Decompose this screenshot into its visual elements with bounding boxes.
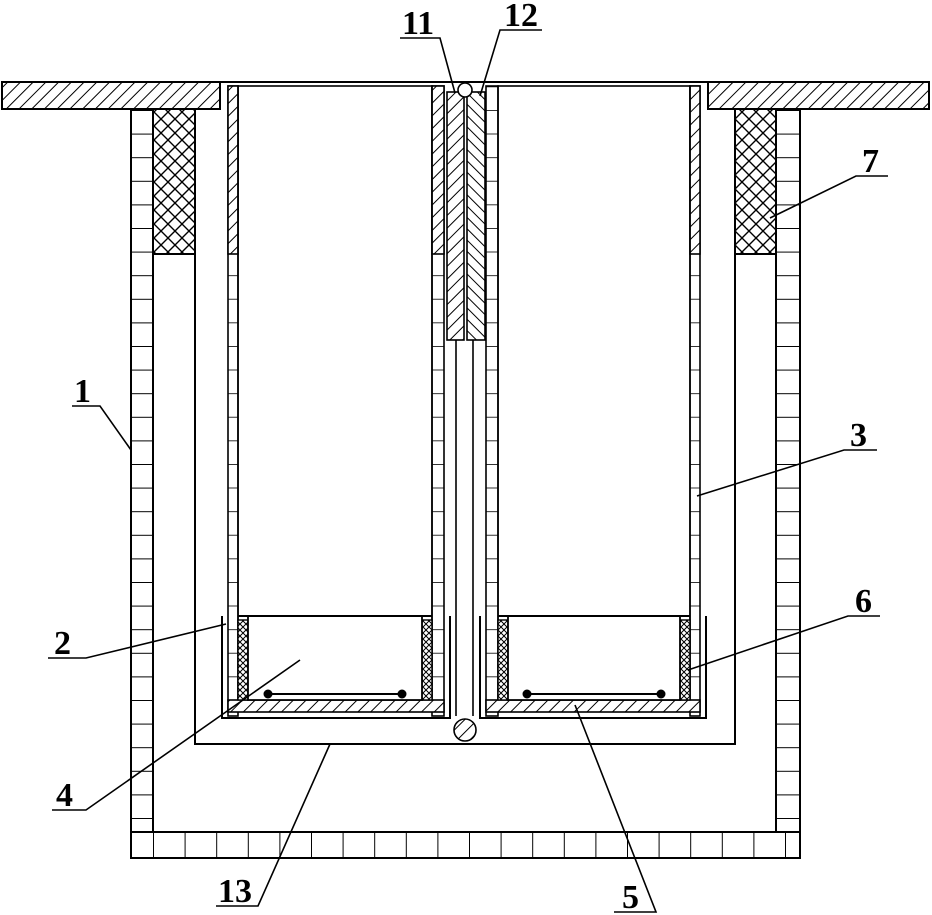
left-crucible-top-hatch-r — [431, 85, 445, 255]
right-crucible-top-hatch-r — [689, 85, 701, 255]
leader-7 — [769, 175, 888, 219]
left-crucible-bottom — [221, 616, 451, 719]
left-crucible-top-hatch-l — [227, 85, 239, 255]
right-cup-wall-l — [497, 619, 509, 701]
divider-top-circle — [457, 82, 473, 98]
left-cup-wall-r — [421, 619, 433, 701]
right-brick-wall — [775, 109, 801, 859]
leader-11 — [400, 37, 456, 94]
label-12: 12 — [504, 0, 538, 34]
leader-5 — [574, 704, 658, 913]
leader-13 — [216, 743, 331, 907]
part-labels: 11 12 7 1 3 2 6 4 13 5 — [54, 0, 879, 915]
right-cup-wall-r — [679, 619, 691, 701]
right-cover-plate — [707, 81, 930, 110]
left-crucible-inner — [237, 85, 433, 707]
left-heater-dot-l — [263, 689, 273, 699]
label-5: 5 — [622, 879, 639, 915]
left-brick-wall — [130, 109, 154, 859]
label-4: 4 — [56, 777, 73, 814]
top-cover-plate — [1, 81, 930, 110]
right-heater-dot-r — [656, 689, 666, 699]
leader-3 — [696, 449, 877, 497]
leader-1 — [72, 405, 132, 451]
left-crucible — [221, 85, 451, 719]
divider-right-bar — [466, 91, 486, 341]
leader-6 — [687, 615, 880, 671]
leader-2 — [48, 623, 227, 659]
left-crucible-base — [227, 699, 445, 713]
left-heater-dot-r — [397, 689, 407, 699]
label-7: 7 — [862, 143, 879, 180]
left-cup-wall-l — [237, 619, 249, 701]
central-divider — [446, 82, 486, 742]
left-cover-plate — [1, 81, 221, 110]
bottom-pin-circle — [453, 718, 477, 742]
label-2: 2 — [54, 625, 71, 662]
right-heater-dot-l — [522, 689, 532, 699]
label-11: 11 — [402, 5, 434, 42]
outer-brick-furnace — [130, 109, 801, 859]
divider-left-bar — [446, 91, 465, 341]
left-cup — [247, 615, 423, 701]
right-crucible-bottom — [479, 616, 707, 719]
right-seal — [734, 108, 777, 255]
leader-4 — [52, 659, 301, 811]
label-3: 3 — [850, 417, 867, 454]
label-6: 6 — [855, 583, 872, 620]
inner-liner — [194, 109, 736, 745]
leader-lines — [48, 29, 888, 913]
label-13: 13 — [218, 873, 252, 910]
bottom-brick-floor — [130, 831, 801, 859]
left-seal — [152, 108, 196, 255]
label-1: 1 — [74, 373, 91, 410]
right-crucible — [479, 85, 707, 719]
right-crucible-base — [485, 699, 701, 713]
right-crucible-wall-left — [485, 85, 499, 717]
right-cup — [507, 615, 681, 701]
leader-12 — [479, 29, 542, 97]
right-crucible-inner — [497, 85, 691, 707]
